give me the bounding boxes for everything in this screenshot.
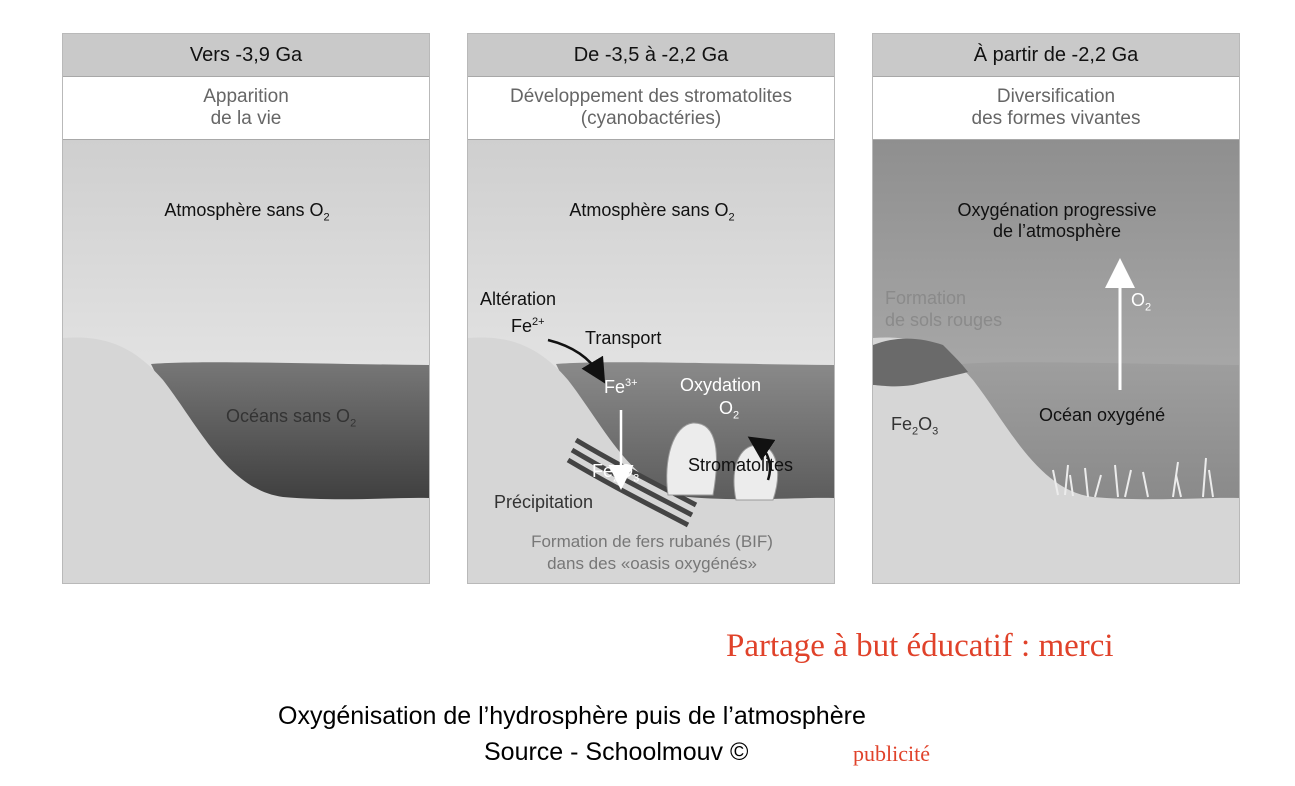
fe2o3-label: Fe2O3 (592, 461, 640, 485)
ad-label: publicité (853, 741, 930, 766)
early-earth-illustration (63, 140, 429, 583)
stromatolites-label: Stromatolites (688, 455, 794, 475)
panel-stromatolites: De -3,5 à -2,2 Ga Développement des stro… (467, 33, 835, 584)
o2-label: O2 (1131, 290, 1152, 314)
panel-header: À partir de -2,2 Ga (873, 34, 1239, 77)
subtitle-line1: Apparition (203, 86, 289, 107)
panel-subtitle: Diversification des formes vivantes (873, 77, 1239, 140)
panel-subtitle: Développement des stromatolites (cyanoba… (468, 77, 834, 140)
watermark: Partage à but éducatif : merci (726, 628, 1114, 664)
marine-plants (1052, 457, 1214, 498)
oxygenated-earth-illustration (873, 140, 1239, 583)
transport-arrow (547, 338, 606, 384)
atmosphere-label: Atmosphère sans O2 (569, 200, 735, 224)
panel-header: De -3,5 à -2,2 Ga (468, 34, 834, 77)
oxydation-label: Oxydation (680, 375, 762, 395)
land (63, 337, 429, 583)
red-soils-label-line1: Formation (885, 288, 967, 308)
atmosphere-label: Atmosphère sans O2 (164, 200, 330, 224)
fe3-label: Fe3+ (604, 377, 638, 397)
subtitle-line2: des formes vivantes (971, 108, 1141, 129)
red-soils (873, 338, 968, 387)
oxygenation-label-line1: Oxygénation progressive (957, 200, 1157, 220)
ocean-label: Océans sans O2 (226, 406, 357, 430)
oxydation-arrow (747, 436, 776, 481)
figure-caption: Oxygénisation de l’hydrosphère puis de l… (278, 702, 866, 730)
subtitle-line2: (cyanobactéries) (580, 108, 722, 129)
red-soils-label-line2: de sols rouges (885, 310, 1003, 330)
o2-label: O2 (719, 398, 740, 422)
bif-label-line1: Formation de fers rubanés (BIF) (531, 532, 773, 551)
land (468, 337, 834, 583)
fe2-label: Fe2+ (511, 316, 545, 336)
subtitle-line2: de la vie (210, 108, 282, 129)
bif-label-line2: dans des «oasis oxygénés» (547, 554, 757, 573)
source-credit: Source - Schoolmouv © (484, 738, 749, 766)
fe2o3-label: Fe2O3 (891, 414, 939, 438)
land (873, 337, 1239, 583)
oxygenation-label-line2: de l’atmosphère (992, 221, 1122, 241)
transport-label: Transport (585, 328, 662, 348)
panel-early-life: Vers -3,9 Ga Apparition de la vie Atmosp… (62, 33, 430, 584)
subtitle-line1: Développement des stromatolites (510, 86, 792, 107)
banded-iron-formation (566, 437, 698, 528)
alteration-label: Altération (480, 289, 557, 309)
panel-header: Vers -3,9 Ga (63, 34, 429, 77)
ocean-label: Océan oxygéné (1039, 405, 1166, 425)
subtitle-line1: Diversification (996, 86, 1116, 107)
panel-diversification: À partir de -2,2 Ga Diversification des … (872, 33, 1240, 584)
stromatolite-illustration (468, 140, 834, 583)
precipitation-label: Précipitation (494, 492, 594, 512)
panel-subtitle: Apparition de la vie (63, 77, 429, 140)
